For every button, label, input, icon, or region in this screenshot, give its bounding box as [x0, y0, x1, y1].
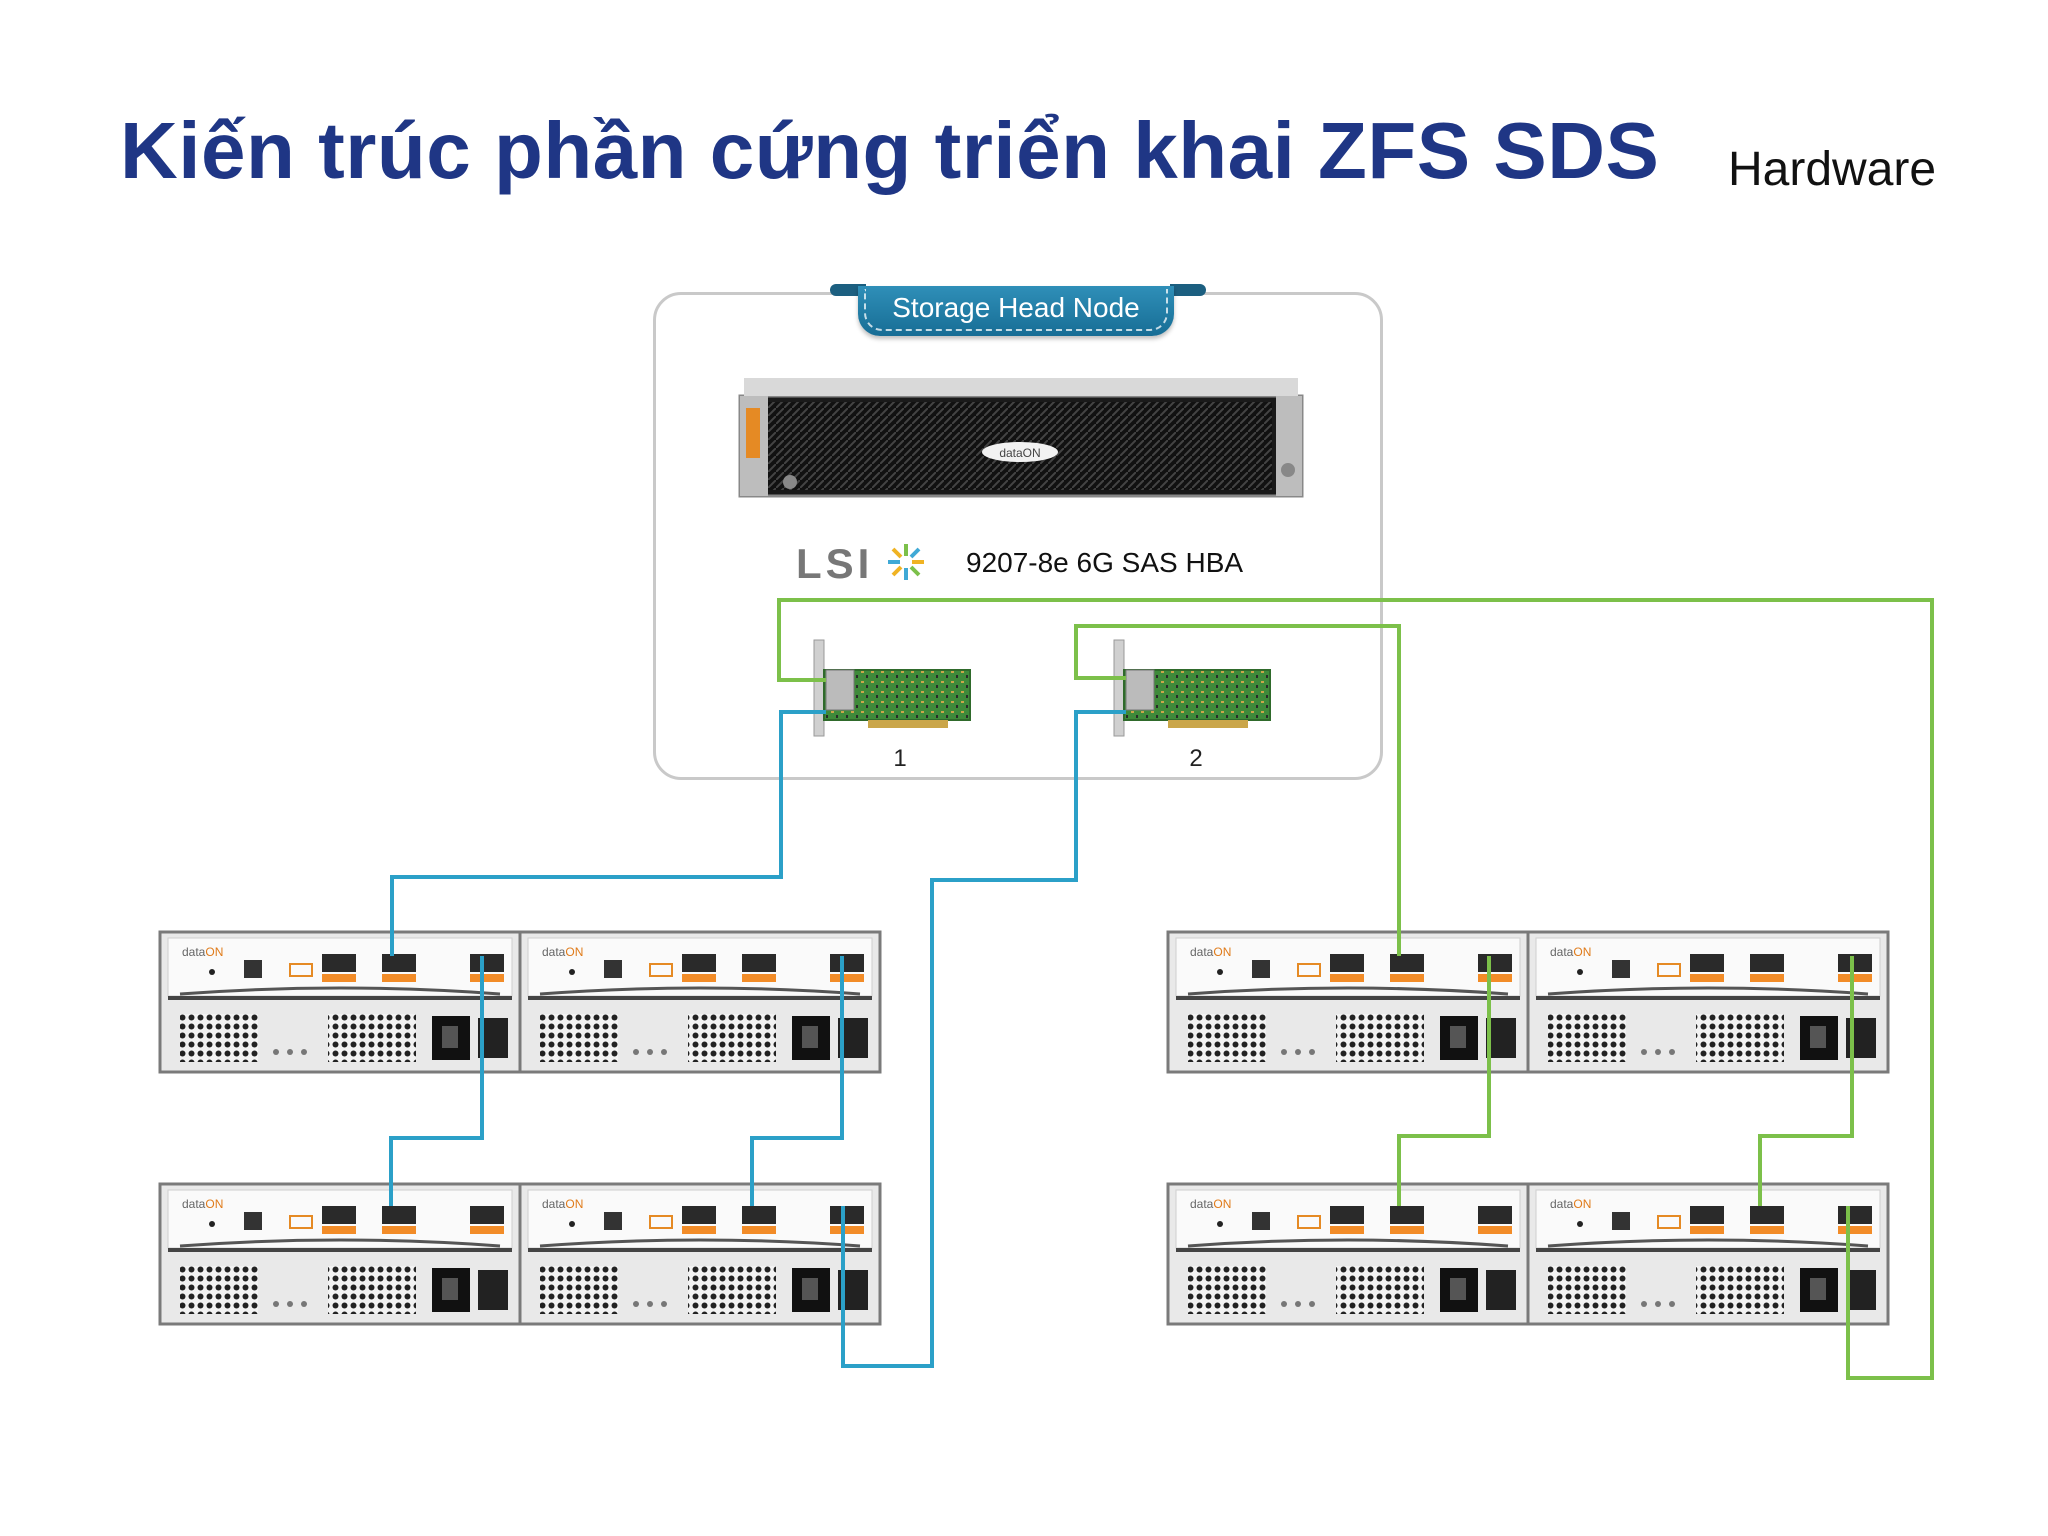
jbod-right-top	[1166, 930, 1890, 1074]
page-title: Kiến trúc phần cứng triển khai ZFS SDS	[120, 106, 1660, 195]
hba-card-1	[813, 639, 971, 737]
head-node-server: dataON	[738, 378, 1304, 498]
blue-sas-cables	[389, 710, 1126, 1368]
storage-head-node-label: Storage Head Node	[892, 292, 1140, 323]
jbod-right-bottom	[1166, 1182, 1890, 1326]
hba-card-1-label: 1	[893, 745, 906, 772]
jbod-left-bottom	[158, 1182, 882, 1326]
lsi-logo-icon: LSI	[796, 540, 924, 587]
hba-model-label: 9207-8e 6G SAS HBA	[966, 547, 1243, 578]
section-label: Hardware	[1728, 143, 1937, 196]
server-brand-label: dataON	[999, 446, 1040, 460]
hba-card-2-label: 2	[1189, 745, 1202, 772]
hba-card-2	[1113, 639, 1271, 737]
jbod-left-top	[158, 930, 882, 1074]
green-sas-cables	[777, 598, 1934, 1380]
ribbon-tab-right	[1170, 284, 1206, 296]
storage-head-node-ribbon: Storage Head Node	[858, 286, 1174, 336]
ribbon-tab-left	[830, 284, 866, 296]
lsi-brand-label: LSI	[796, 540, 873, 587]
